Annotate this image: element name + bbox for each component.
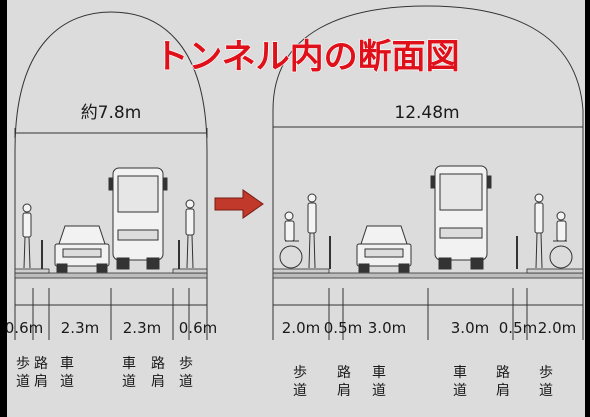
- before-lane-name: 道: [122, 374, 136, 390]
- before-bollards: [41, 240, 180, 269]
- after-road-surface: [272, 268, 584, 279]
- after-wheelchair-right-icon: [549, 211, 573, 269]
- before-lane-name: 路: [151, 356, 165, 372]
- after-lane-width: 0.5m: [499, 319, 537, 337]
- before-bus-icon: [108, 167, 168, 270]
- after-lane-width: 2.0m: [282, 319, 320, 337]
- right-arrow-icon: [214, 189, 264, 219]
- before-lane-name: 車: [122, 355, 136, 372]
- after-lane-name: 道: [453, 383, 467, 399]
- after-pedestrian-left-icon: [307, 193, 317, 269]
- after-lane-name: 路: [337, 365, 351, 381]
- before-lane-name: 道: [179, 374, 193, 390]
- after-pedestrian-right-icon: [534, 193, 544, 269]
- before-lane-width: 2.3m: [61, 319, 99, 337]
- before-lane-dimensions: [14, 288, 208, 340]
- after-lane-dimensions: [272, 288, 584, 340]
- after-lane-labels: 2.0m 0.5m 3.0m 3.0m 0.5m 2.0m 歩 道 路 肩 車 …: [282, 319, 576, 399]
- before-lane-width: 2.3m: [123, 319, 161, 337]
- after-lane-name: 道: [539, 383, 553, 399]
- before-lane-name: 路: [34, 356, 48, 372]
- before-pedestrian-left-icon: [22, 203, 32, 269]
- before-lane-width: 0.6m: [179, 319, 217, 337]
- tunnel-cross-section-diagram: トンネル内の断面図 約7.8m 12.48m: [7, 5, 584, 399]
- before-car-icon: [54, 225, 110, 273]
- after-lane-name: 路: [496, 365, 510, 381]
- before-lane-name: 肩: [34, 374, 48, 390]
- after-lane-name: 車: [372, 364, 386, 381]
- left-tunnel-arch: [14, 11, 208, 300]
- diagram-panel: トンネル内の断面図 約7.8m 12.48m: [7, 0, 585, 417]
- after-car-icon: [356, 225, 412, 273]
- after-bus-icon: [430, 165, 492, 270]
- before-lane-width: 0.6m: [7, 319, 43, 337]
- after-bollards: [329, 236, 518, 269]
- after-lane-name: 肩: [337, 383, 351, 399]
- before-lane-name: 道: [60, 374, 74, 390]
- after-lane-name: 道: [293, 383, 307, 399]
- before-total-width: 約7.8m: [81, 103, 142, 123]
- after-lane-name: 歩: [293, 365, 307, 381]
- before-lane-name: 歩: [16, 356, 30, 372]
- diagram-title: トンネル内の断面図: [154, 37, 459, 77]
- before-lane-labels: 0.6m 2.3m 2.3m 0.6m 歩 道 路 肩 車 道 車 道 路 肩 …: [7, 319, 217, 390]
- before-lane-name: 道: [16, 374, 30, 390]
- before-lane-name: 肩: [151, 374, 165, 390]
- before-lane-name: 歩: [179, 356, 193, 372]
- after-lane-width: 0.5m: [324, 319, 362, 337]
- before-road-surface: [14, 268, 208, 279]
- after-lane-width: 3.0m: [368, 319, 406, 337]
- before-total-dimension: [14, 128, 208, 138]
- after-lane-name: 肩: [496, 383, 510, 399]
- after-lane-name: 歩: [539, 365, 553, 381]
- after-lane-name: 車: [453, 364, 467, 381]
- after-lane-width: 3.0m: [451, 319, 489, 337]
- after-lane-width: 2.0m: [538, 319, 576, 337]
- after-total-width: 12.48m: [394, 103, 459, 123]
- after-wheelchair-left-icon: [279, 211, 303, 269]
- before-pedestrian-right-icon: [185, 199, 195, 269]
- before-lane-name: 車: [60, 355, 74, 372]
- after-total-dimension: [272, 122, 584, 132]
- right-tunnel-arch: [272, 5, 584, 300]
- after-lane-name: 道: [372, 383, 386, 399]
